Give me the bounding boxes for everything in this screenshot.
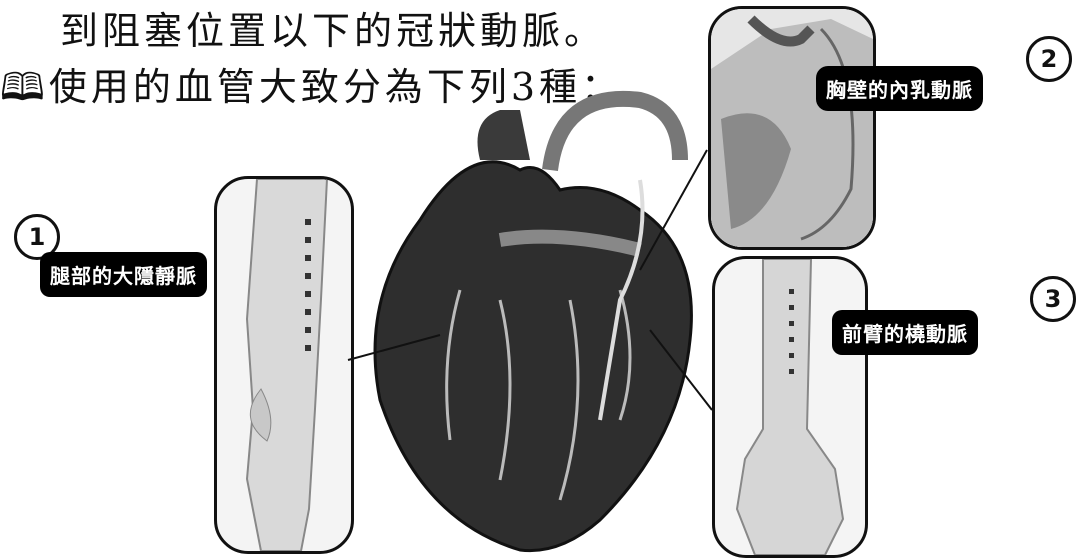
label-internal-mammary-artery: 胸壁的內乳動脈 [816,66,983,111]
heart-illustration [375,99,691,551]
number-badge-3: 3 [1030,276,1076,322]
number-badge-2: 2 [1026,36,1072,82]
label-radial-artery: 前臂的橈動脈 [832,310,978,355]
label-saphenous-vein: 腿部的大隱靜脈 [40,252,207,297]
